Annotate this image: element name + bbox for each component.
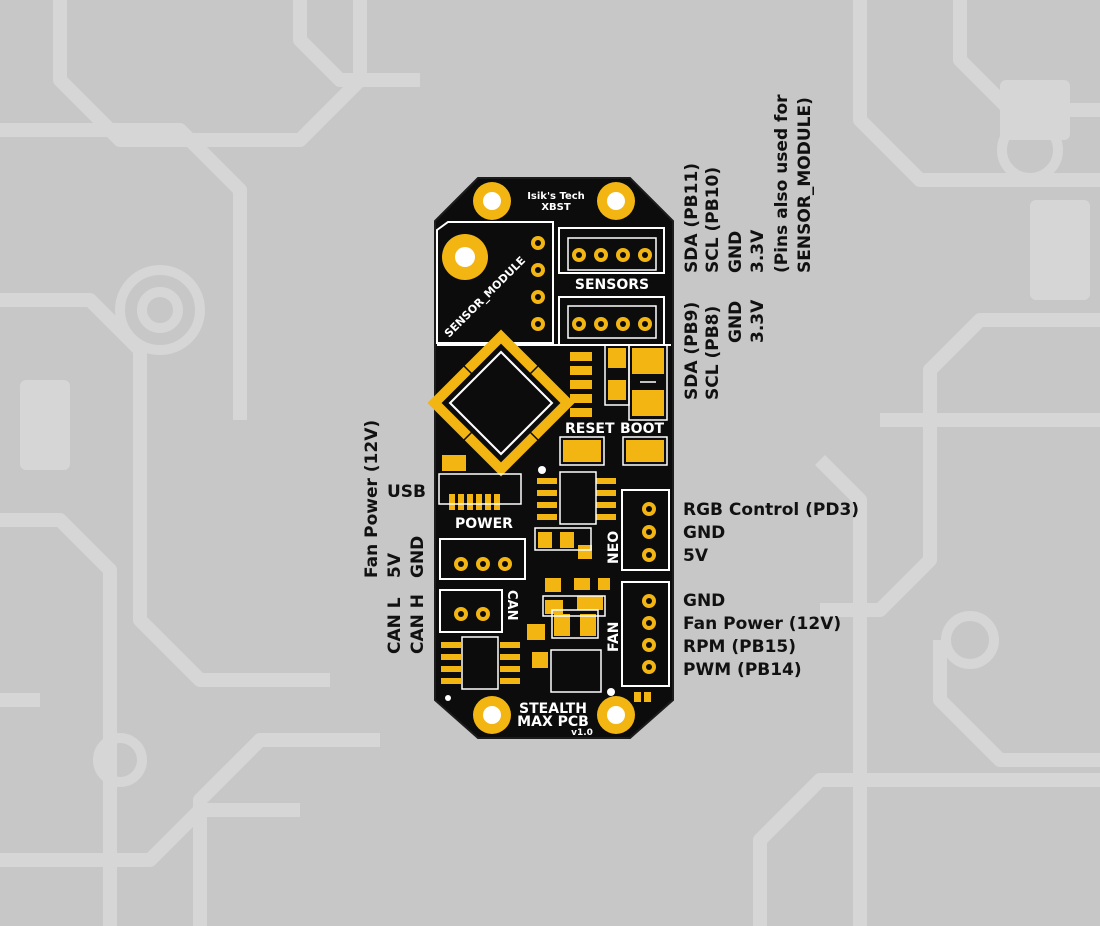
sensors-label: SENSORS <box>575 277 649 293</box>
can-connector <box>439 589 503 633</box>
sensor-top-gnd-label: GND <box>726 230 746 273</box>
brand-line2: XBST <box>541 202 571 213</box>
mounting-holes <box>473 182 635 734</box>
neo-label: NEO <box>606 531 622 564</box>
fan-connector <box>621 581 670 687</box>
center-ics <box>441 478 651 702</box>
fan-label: FAN <box>606 621 622 652</box>
board-title-line2: MAX PCB <box>517 714 589 730</box>
power-fan-12v-label: Fan Power (12V) <box>362 419 382 578</box>
neo-gnd-label: GND <box>683 523 726 543</box>
sensor-bottom-sda-label: SDA (PB9) <box>682 301 702 400</box>
power-5v-label: 5V <box>385 553 405 578</box>
board-title-line1: STEALTH <box>519 701 587 717</box>
can-h-label: CAN H <box>408 593 428 654</box>
reset-label: RESET <box>565 421 615 437</box>
sensor-top-3v3-label: 3.3V <box>748 229 768 273</box>
power-label: POWER <box>455 516 513 532</box>
board-version: v1.0 <box>571 728 593 738</box>
neo-rgb-label: RGB Control (PD3) <box>683 500 860 520</box>
usb-area-pads <box>449 494 500 510</box>
power-connector <box>439 538 526 580</box>
brand-line1: Isik's Tech <box>527 191 585 202</box>
sensors-connectors: SENSORS <box>558 227 665 346</box>
fan-power-label: Fan Power (12V) <box>683 614 842 634</box>
neo-connector <box>621 489 670 571</box>
smd-components-top <box>442 348 664 471</box>
can-label: CAN <box>504 590 519 620</box>
fan-rpm-label: RPM (PB15) <box>683 637 796 657</box>
sensor-bottom-scl-label: SCL (PB8) <box>703 305 723 400</box>
sensor-top-sda-label: SDA (PB11) <box>682 162 702 273</box>
sensor-top-scl-label: SCL (PB10) <box>703 166 723 273</box>
sensor-bottom-3v3-label: 3.3V <box>748 299 768 343</box>
usb-label: USB <box>387 482 427 502</box>
mcu-chip <box>427 329 575 477</box>
sensor-bottom-gnd-label: GND <box>726 300 746 343</box>
sensor-note-line2: SENSOR_MODULE) <box>795 97 815 273</box>
neo-5v-label: 5V <box>683 546 708 566</box>
fan-pwm-label: PWM (PB14) <box>683 660 802 680</box>
power-gnd-label: GND <box>408 535 428 578</box>
fan-gnd-label: GND <box>683 591 726 611</box>
sensor-note-line1: (Pins also used for <box>772 94 792 273</box>
can-l-label: CAN L <box>385 597 405 654</box>
boot-label: BOOT <box>620 421 664 437</box>
